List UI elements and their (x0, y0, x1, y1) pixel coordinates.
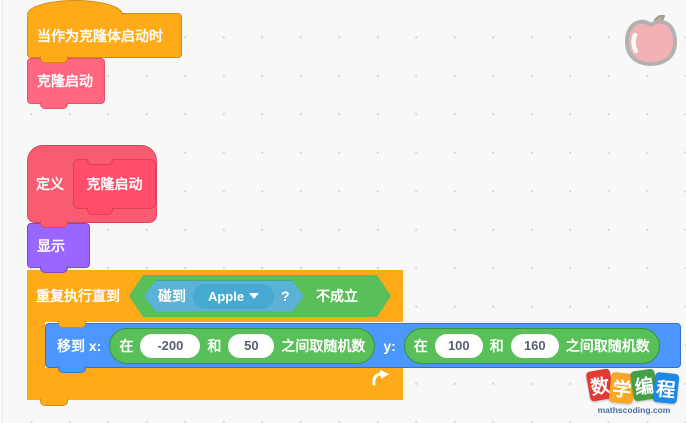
when-clone-starts-block[interactable]: 当作为克隆体启动时 (27, 0, 182, 58)
c-bottom-bump (40, 399, 68, 406)
random-y-and-label: 和 (489, 337, 504, 354)
random-x-operator-block[interactable]: 在 -200 和 50 之间取随机数 (109, 327, 376, 364)
random-y-operator-block[interactable]: 在 100 和 160 之间取随机数 (403, 327, 660, 364)
watermark-char-4: 程 (652, 371, 680, 405)
motion-block-bump (58, 366, 86, 373)
touching-label: 碰到 (158, 288, 186, 304)
prototype-block[interactable]: 克隆启动 (73, 159, 156, 215)
apple-image (625, 14, 677, 66)
prototype-bump (87, 208, 113, 215)
loop-arrow-icon (372, 370, 389, 386)
random-y-suffix-label: 之间取随机数 (565, 337, 650, 354)
random-y-min-value: 100 (447, 338, 470, 353)
random-x-in-label: 在 (119, 337, 134, 354)
repeat-until-label: 重复执行直到 (36, 288, 120, 304)
random-x-suffix-label: 之间取随机数 (281, 337, 366, 354)
not-operator-block[interactable]: 碰到 Apple ? 不成立 (129, 275, 391, 317)
not-operator-label: 不成立 (316, 288, 358, 304)
dropdown-arrow-icon (249, 293, 260, 299)
c-mouth-bump (58, 321, 86, 328)
when-clone-starts-label: 当作为克隆体启动时 (37, 27, 163, 44)
touching-sensing-block[interactable]: 碰到 Apple ? (144, 280, 304, 312)
mathscoding-watermark: 数 学 编 程 mathscoding.com (584, 368, 684, 415)
random-y-max-value: 160 (523, 338, 546, 353)
workspace-left-edge (2, 0, 3, 423)
mathscoding-tiles: 数 学 编 程 (584, 368, 684, 405)
touching-target-dropdown[interactable]: Apple (193, 283, 274, 309)
define-keyword: 定义 (36, 176, 64, 192)
call-block-bump (40, 102, 68, 109)
goto-xy-block[interactable]: 移到 x: 在 -200 和 50 之间取随机数 y: 在 100 和 160 … (45, 323, 681, 368)
touching-question-mark: ? (281, 288, 290, 304)
random-y-in-label: 在 (413, 337, 428, 354)
random-x-max-input[interactable]: 50 (228, 333, 275, 358)
random-y-min-input[interactable]: 100 (434, 333, 483, 358)
prototype-label: 克隆启动 (86, 176, 143, 192)
define-block[interactable]: 定义 克隆启动 (27, 145, 157, 223)
random-x-min-value: -200 (157, 338, 184, 353)
random-x-and-label: 和 (207, 337, 222, 354)
random-x-max-value: 50 (244, 338, 259, 353)
show-block[interactable]: 显示 (27, 223, 90, 268)
random-x-min-input[interactable]: -200 (140, 333, 201, 358)
watermark-domain: mathscoding.com (597, 405, 671, 415)
prototype-notch (87, 159, 113, 165)
show-block-bump (40, 266, 68, 273)
goto-y-label: y: (383, 337, 396, 354)
show-label: 显示 (37, 237, 65, 254)
goto-x-label: 移到 x: (57, 337, 102, 354)
clone-start-call-label: 克隆启动 (37, 73, 93, 89)
random-y-max-input[interactable]: 160 (510, 333, 559, 358)
define-block-bump (40, 221, 68, 228)
touching-target-value: Apple (207, 288, 245, 304)
clone-start-call-block[interactable]: 克隆启动 (27, 58, 105, 104)
hat-block-bump (40, 56, 68, 63)
